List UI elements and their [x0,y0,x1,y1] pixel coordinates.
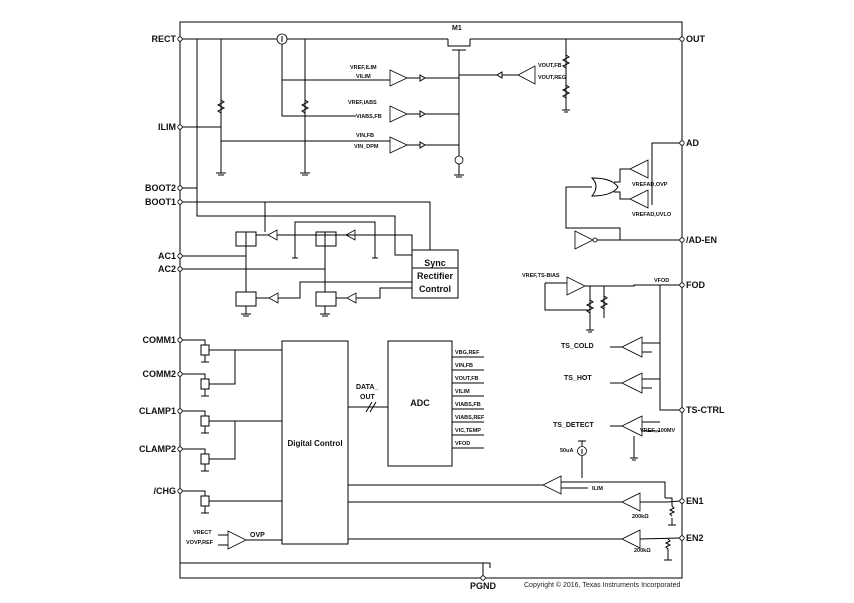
pin-comm1: COMM1 [143,335,177,345]
left-pins: RECT ILIM BOOT2 BOOT1 AC1 AC2 COMM1 COMM… [139,34,183,496]
pin-chg: /CHG [154,486,177,496]
pin-clamp1: CLAMP1 [139,406,176,416]
ts-cold-label: TS_COLD [561,343,594,350]
comm-clamp-switches [182,339,282,514]
vref-ts-bias-label: VREF,TS-BIAS [522,273,560,279]
pgnd-pin: PGND Copyright © 2016, Texas Instruments… [470,562,680,591]
pin-ad-en: /AD-EN [686,235,717,245]
ad-comparators: VREFAD,OVP VREFAD,UVLO [565,142,680,250]
pin-ac1: AC1 [158,251,176,261]
svg-text:Digital Control: Digital Control [287,439,342,448]
svg-text:VILIM: VILIM [455,389,470,395]
vovp-ref-label: VOVP,REF [186,540,214,546]
svg-text:VIABS,REF: VIABS,REF [455,415,485,421]
vref-ad-ovp-label: VREFAD,OVP [632,182,668,188]
pin-fod: FOD [686,280,705,290]
pin-comm2: COMM2 [143,369,177,379]
sync-rectifier-bridge: Sync Rectifier Control [182,188,459,317]
svg-text:Sync: Sync [424,258,446,268]
current-limit-amps: VREF,ILIM VILIM VREF,IABS VIABS,FB VIN,F… [281,39,571,154]
vref-ilim-label: VREF,ILIM [350,65,377,71]
vilim-label: VILIM [356,74,371,80]
ts-detect-label: TS_DETECT [553,422,595,429]
m1-label: M1 [452,25,462,32]
vin-dpm-label: VIN_DPM [354,144,379,150]
r200k-2-label: 200kΩ [634,548,651,554]
pin-boot2: BOOT2 [145,183,176,193]
svg-text:ADC: ADC [410,398,430,408]
copyright: Copyright © 2016, Texas Instruments Inco… [524,581,680,589]
data-out-label-1: DATA_ [356,384,378,391]
pin-clamp2: CLAMP2 [139,444,176,454]
vout-fb-label: VOUT,FB [538,63,562,69]
pin-rect: RECT [152,34,177,44]
svg-text:PGND: PGND [470,581,497,591]
svg-text:VFOD: VFOD [455,441,470,447]
digital-control-block: Digital Control [281,340,349,545]
pin-out: OUT [686,34,706,44]
pin-ad: AD [686,138,699,148]
vout-reg-label: VOUT,REG [538,75,566,81]
vref-100mv-label: VREF_100MV [640,428,675,434]
svg-text:Control: Control [419,284,451,294]
i50ua-label: 50uA [560,448,573,454]
ic-boundary [179,21,683,579]
svg-text:VBG,REF: VBG,REF [455,350,480,356]
adc-inputs: VBG,REF VIN,FB VOUT,FB VILIM VIABS,FB VI… [452,350,485,449]
viabs-fb-label: VIABS,FB [356,114,382,120]
svg-text:VIC,TEMP: VIC,TEMP [455,428,481,434]
adc-block: ADC DATA_ OUT [348,340,453,467]
sync-rectifier-block [411,249,459,299]
en-section: ILIM 200kΩ 200kΩ [348,475,681,561]
vfod-label: VFOD [654,278,669,284]
pin-en2: EN2 [686,533,704,543]
pin-ts-ctrl: TS-CTRL [686,405,725,415]
ovp-comparator: OVP VRECT VOVP,REF [186,530,282,550]
data-out-label-2: OUT [360,394,376,401]
pin-boot1: BOOT1 [145,197,176,207]
vref-ad-uvlo-label: VREFAD,UVLO [632,212,672,218]
ts-hot-label: TS_HOT [564,375,592,382]
ovp-label: OVP [250,532,265,539]
svg-text:Rectifier: Rectifier [417,271,454,281]
fod-ts-section: VREF,TS-BIAS VFOD TS_COLD TS_HOT TS_DETE… [522,273,680,478]
ilim-tag-label: ILIM [592,486,603,492]
vref-iabs-label: VREF,IABS [348,100,377,106]
svg-text:VOUT,FB: VOUT,FB [455,376,479,382]
vrect-label: VRECT [193,530,212,536]
pin-en1: EN1 [686,496,704,506]
vin-fb-label: VIN,FB [356,133,374,139]
r200k-1-label: 200kΩ [632,514,649,520]
power-path: M1 [182,25,680,189]
svg-text:VIN,FB: VIN,FB [455,363,473,369]
pin-ilim: ILIM [158,122,176,132]
pin-ac2: AC2 [158,264,176,274]
svg-text:VIABS,FB: VIABS,FB [455,402,481,408]
right-pins: OUT AD /AD-EN FOD TS-CTRL EN1 EN2 [679,34,725,543]
